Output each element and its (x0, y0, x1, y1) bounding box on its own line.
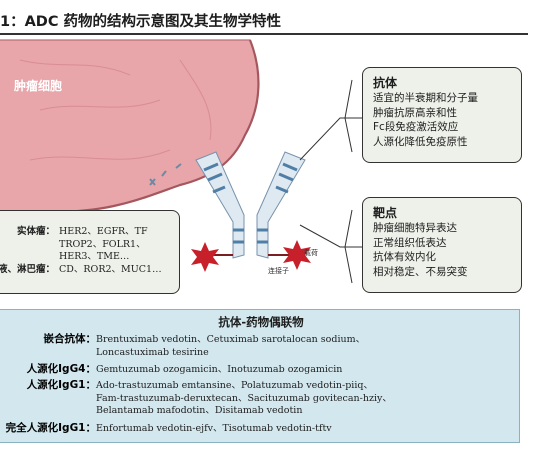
antibody-properties-box: 抗体 适宜的半衰期和分子量 肿瘤抗原高亲和性 Fc段免疫激活效应 人源化降低免疫… (362, 67, 522, 163)
targets-list-box: 实体瘤： HER2、EGFR、TF TROP2、FOLR1、 HER3、TME…… (0, 210, 180, 294)
membrane-markers (149, 163, 182, 186)
target-property: 肿瘤细胞特异表达 (373, 222, 457, 234)
payload-right (283, 240, 311, 270)
adc-row-label: 人源化IgG4： (26, 363, 96, 375)
bracket-target (344, 209, 353, 284)
connector-antibody (299, 117, 362, 161)
target-heading: 靶点 (373, 206, 398, 220)
antibody-heading: 抗体 (373, 76, 398, 90)
adc-row-line: Enfortumab vedotin-ejfv、Tisotumab vedoti… (96, 423, 332, 434)
title-underline (0, 33, 528, 35)
figure-title: 1：ADC 药物的结构示意图及其生物学特性 (0, 14, 282, 30)
tumor-cell-texture (19, 59, 212, 161)
target-row: TROP2、FOLR1、 (0, 239, 179, 252)
antibody-property: 适宜的半衰期和分子量 (373, 92, 478, 104)
target-row-value: TROP2、FOLR1、 (59, 238, 146, 250)
adc-list-title: 抗体-药物偶联物 (218, 315, 304, 329)
adc-row-label: 嵌合抗体： (43, 333, 97, 345)
target-row-value: HER2、EGFR、TF (59, 226, 148, 237)
adc-row-line: Belantamab mafodotin、Disitamab vedotin (96, 405, 303, 416)
adc-row-line: Loncastuximab tesirine (96, 346, 209, 358)
adc-row-line: Fam-trastuzumab-deruxtecan、Sacituzumab g… (96, 392, 392, 404)
target-row: 实体瘤： HER2、EGFR、TF (0, 226, 179, 239)
payload-left (191, 242, 219, 272)
adc-row-label: 人源化IgG1： (26, 379, 96, 391)
antibody-property: 肿瘤抗原高亲和性 (373, 106, 457, 119)
target-row: HER3、TME… (0, 251, 179, 264)
adc-row-label: 完全人源化IgG1： (5, 422, 96, 434)
target-property: 正常组织低表达 (373, 236, 447, 249)
target-row-value: HER3、TME… (59, 251, 130, 262)
target-row-label: 实体瘤： (16, 226, 55, 237)
target-property: 相对稳定、不易突变 (373, 265, 468, 278)
antibody-shape (195, 151, 306, 259)
antibody-property: 人源化降低免疫原性 (373, 135, 468, 148)
adc-list-panel (0, 309, 520, 443)
adc-row-line: Brentuximab vedotin、Cetuximab sarotaloca… (96, 334, 366, 345)
adc-illustration (0, 39, 362, 284)
target-row-value: CD、ROR2、MUC1… (59, 263, 162, 275)
bracket-antibody (344, 79, 353, 153)
connector-target (299, 224, 362, 248)
antibody-property: Fc段免疫激活效应 (373, 121, 459, 133)
target-property: 抗体有效内化 (373, 251, 436, 263)
payload-label: 载荷 (304, 249, 318, 257)
target-row-label: 液、淋巴瘤： (0, 263, 55, 275)
linker-label: 连接子 (268, 267, 289, 275)
adc-row-line: Gemtuzumab ozogamicin、Inotuzumab ozogami… (96, 364, 343, 375)
adc-row-line: Ado-trastuzumab emtansine、Polatuzumab ve… (96, 380, 373, 391)
target-properties-box: 靶点 肿瘤细胞特异表达 正常组织低表达 抗体有效内化 相对稳定、不易突变 (362, 197, 522, 293)
target-row: 液、淋巴瘤： CD、ROR2、MUC1… (0, 264, 179, 277)
tumor-cell-label: 肿瘤细胞 (14, 79, 63, 93)
